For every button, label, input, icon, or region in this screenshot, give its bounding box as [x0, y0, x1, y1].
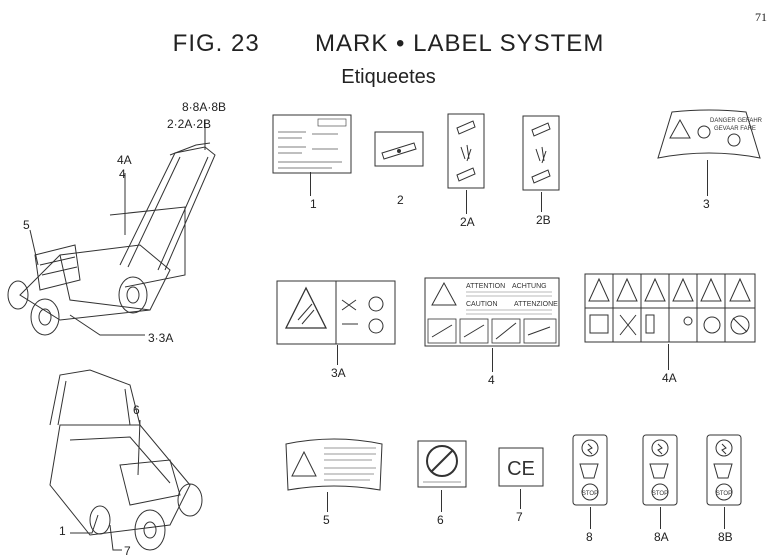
leader-3a	[337, 345, 338, 365]
leader-8	[590, 507, 591, 529]
leader-4a	[668, 344, 669, 370]
label-2a	[447, 113, 485, 189]
label-8b-stop: STOP	[706, 434, 742, 506]
callout-4a: 4A	[117, 153, 132, 167]
callout-8-8a-8b: 8·8A·8B	[182, 100, 227, 114]
callout-7: 7	[124, 544, 131, 558]
leader-7	[520, 489, 521, 509]
label-4-header-2: ACHTUNG	[512, 283, 547, 290]
label-8a-number: 8A	[654, 530, 669, 544]
label-5	[284, 434, 384, 494]
label-4a	[584, 273, 756, 343]
callout-3-3a: 3·3A	[148, 331, 174, 345]
page-subtitle: Etiqueetes	[341, 66, 436, 88]
callout-4: 4	[119, 167, 126, 181]
label-2b-number: 2B	[536, 213, 551, 227]
leader-4	[492, 348, 493, 372]
figure-name: MARK • LABEL SYSTEM	[315, 30, 605, 57]
leader-5	[327, 492, 328, 512]
label-7-ce-mark: CE	[498, 447, 544, 487]
callout-5: 5	[23, 218, 30, 232]
callout-2-2a-2b: 2·2A·2B	[167, 117, 212, 131]
label-6	[417, 440, 467, 488]
label-2b	[522, 115, 560, 191]
ce-mark-text: CE	[507, 458, 535, 480]
label-8b-number: 8B	[718, 530, 733, 544]
mower-illustration-bottom	[30, 365, 220, 555]
page-title: FIG. 23 MARK • LABEL SYSTEM	[0, 30, 777, 58]
page-number: 71	[755, 10, 767, 24]
leader-2b	[541, 192, 542, 212]
label-8-stop-text: STOP	[582, 491, 598, 497]
label-3-text-2: GEVAAR FARE	[714, 126, 756, 132]
label-8a-stop: STOP	[642, 434, 678, 506]
label-4-caution-1: CAUTION	[466, 301, 498, 308]
callout-1: 1	[59, 524, 66, 538]
leader-8b	[724, 507, 725, 529]
label-4a-number: 4A	[662, 371, 677, 385]
figure-number: FIG. 23	[172, 30, 260, 57]
label-7-number: 7	[516, 510, 523, 524]
label-8a-stop-text: STOP	[652, 491, 668, 497]
label-8-stop: STOP	[572, 434, 608, 506]
label-1-number: 1	[310, 197, 317, 211]
label-3-number: 3	[703, 197, 710, 211]
leader-1	[310, 172, 311, 196]
label-8b-stop-text: STOP	[716, 491, 732, 497]
label-4-attention: ATTENTION ACHTUNG CAUTION ATTENZIONE	[424, 277, 560, 347]
leader-8a	[660, 507, 661, 529]
leader-3	[707, 160, 708, 196]
label-4-number: 4	[488, 373, 495, 387]
label-6-number: 6	[437, 513, 444, 527]
label-3-danger: DANGER GEFAHR GEVAAR FARE	[654, 108, 764, 164]
label-2a-number: 2A	[460, 215, 475, 229]
label-5-number: 5	[323, 513, 330, 527]
label-2-number: 2	[397, 193, 404, 207]
label-3a-number: 3A	[331, 366, 346, 380]
label-3a	[276, 280, 396, 345]
label-4-header-1: ATTENTION	[466, 283, 505, 290]
leader-6	[441, 490, 442, 512]
label-2	[374, 131, 424, 167]
callout-6: 6	[133, 403, 140, 417]
leader-2a	[466, 190, 467, 214]
label-3-text-1: DANGER GEFAHR	[710, 118, 763, 124]
label-8-number: 8	[586, 530, 593, 544]
label-1-model-plate	[272, 114, 352, 174]
label-4-caution-2: ATTENZIONE	[514, 301, 558, 308]
mower-illustration-top	[0, 95, 250, 355]
